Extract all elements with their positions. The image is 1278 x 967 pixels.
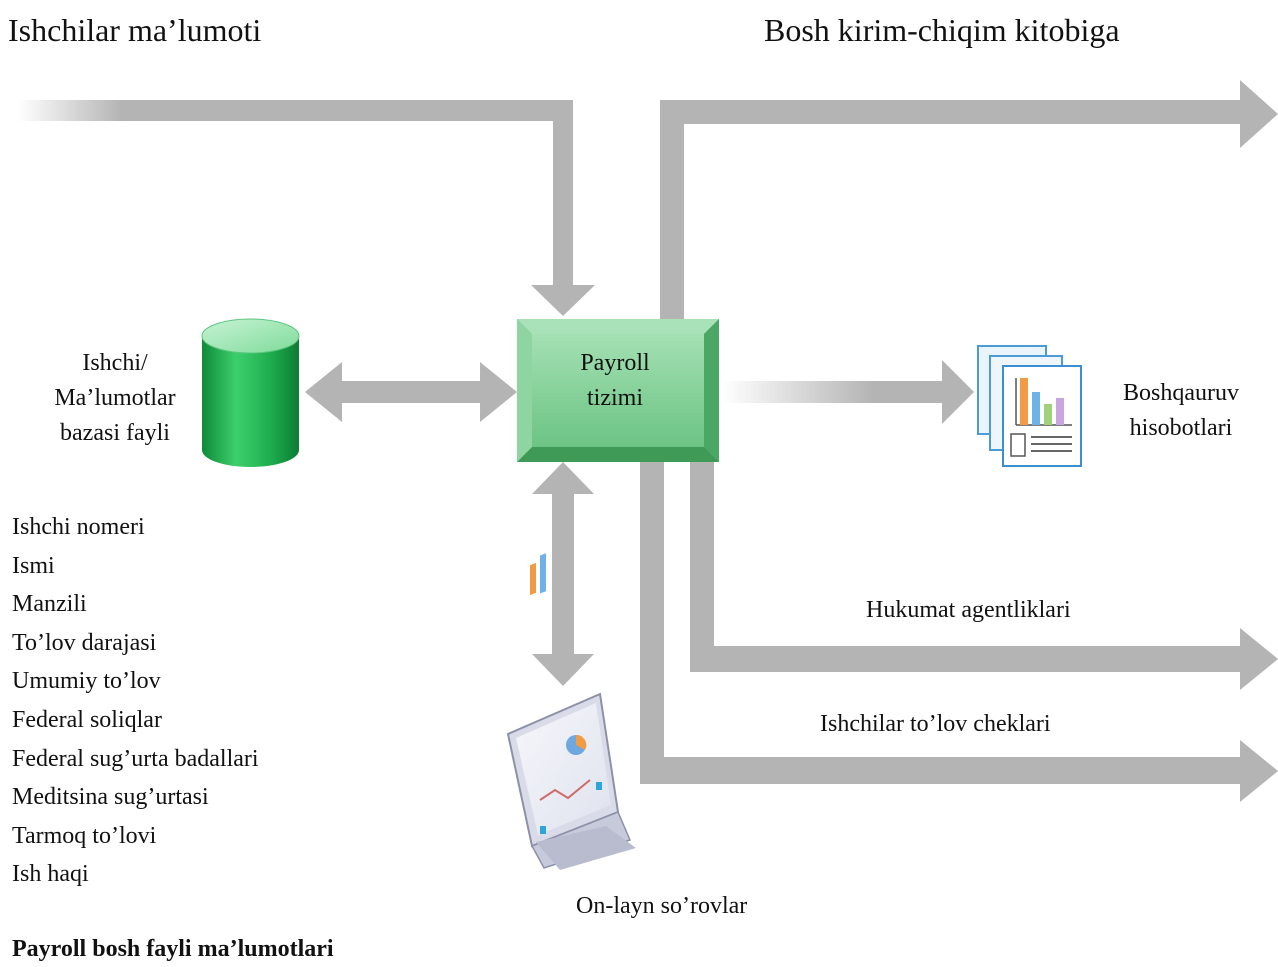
database-cylinder-icon <box>201 318 300 467</box>
field-item: To’lov darajasi <box>12 629 157 656</box>
government-arrow <box>690 462 1278 690</box>
employee-data-title: Ishchilar ma’lumoti <box>8 12 262 48</box>
field-item: Meditsina sug’urtasi <box>12 784 209 811</box>
paychecks-label: Ishchilar to’lov cheklari <box>820 711 1051 737</box>
reports-label-line1: Boshqauruv <box>1123 380 1239 406</box>
field-item: Tarmoq to’lovi <box>12 822 157 849</box>
reports-arrow <box>722 360 974 424</box>
online-queries-label: On-layn so’rovlar <box>576 893 748 919</box>
database-label-line2: Ma’lumotlar <box>54 384 176 411</box>
government-agencies-label: Hukumat agentliklari <box>866 597 1071 623</box>
database-label-line3: bazasi fayli <box>60 419 170 446</box>
payroll-system-line1: Payroll <box>580 350 650 376</box>
database-label-line1: Ishchi/ <box>82 350 148 376</box>
database-label: Ishchi/ Ma’lumotlar bazasi fayli <box>30 346 200 450</box>
field-item: Ismi <box>12 552 55 579</box>
field-item: Umumiy to’lov <box>12 668 161 695</box>
ledger-output-arrow <box>660 80 1278 320</box>
field-item: Ish haqi <box>12 861 89 888</box>
database-link-arrow <box>305 362 517 422</box>
field-item: Federal sug’urta badallari <box>12 745 259 772</box>
payroll-system-label: Payroll tizimi <box>540 346 690 416</box>
monitor-icon <box>506 553 636 870</box>
field-item: Federal soliqlar <box>12 706 162 733</box>
field-item: Manzili <box>12 591 87 618</box>
ledger-title: Bosh kirim-chiqim kitobiga <box>764 12 1120 48</box>
online-link-arrow <box>532 462 594 686</box>
figure-caption: Payroll bosh fayli ma’lumotlari <box>12 936 334 962</box>
master-file-fields: Ishchi nomeri Ismi Manzili To’lov daraja… <box>12 508 259 894</box>
payroll-system-line2: tizimi <box>587 384 643 411</box>
input-arrow <box>18 100 595 316</box>
reports-document-icon <box>977 345 1082 467</box>
payroll-system-box <box>517 319 719 462</box>
field-item: Ishchi nomeri <box>12 514 145 540</box>
reports-label: Boshqauruv hisobotlari <box>1098 376 1264 446</box>
reports-label-line2: hisobotlari <box>1129 414 1233 441</box>
paychecks-arrow <box>640 462 1278 802</box>
